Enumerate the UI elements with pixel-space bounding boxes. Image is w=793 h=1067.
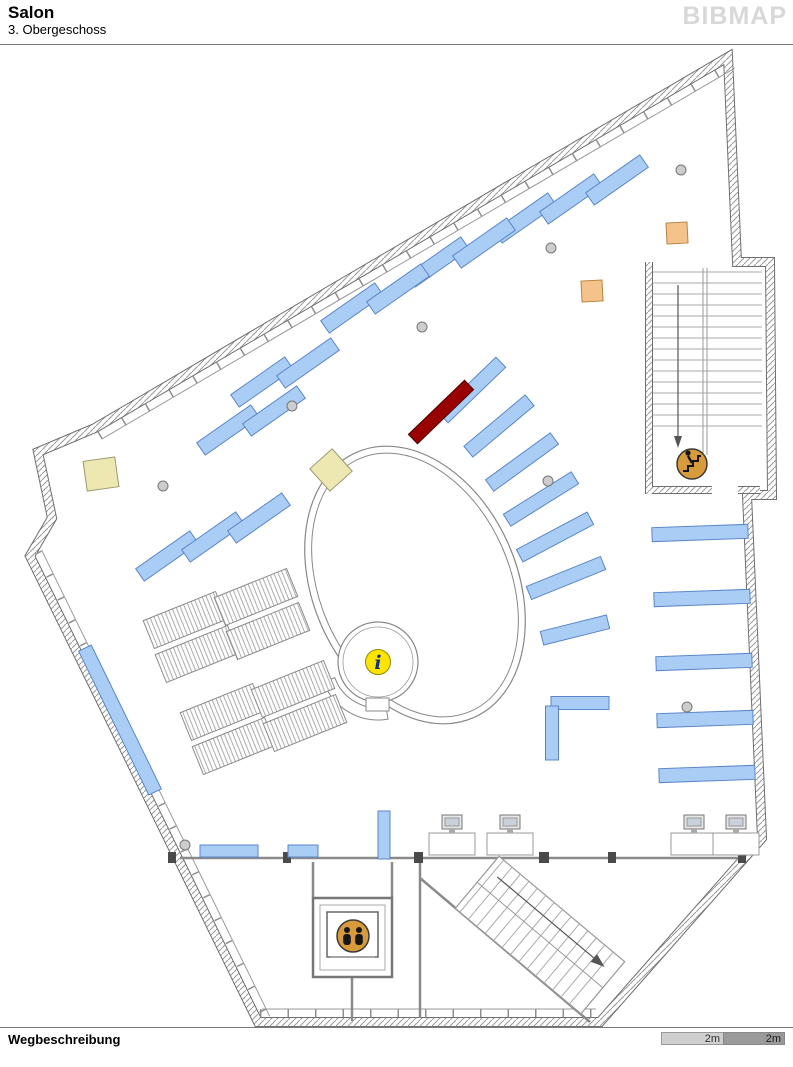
info-icon: i — [365, 649, 391, 675]
bookshelf — [550, 696, 610, 710]
orange-table — [665, 221, 689, 245]
reading-table — [250, 659, 336, 719]
yellow-table — [309, 448, 353, 492]
bookshelf — [451, 217, 517, 269]
shelves — [77, 154, 756, 860]
column — [157, 480, 169, 492]
column — [675, 164, 687, 176]
bibmap-logo: BIBMAP — [682, 2, 787, 30]
bookshelf — [539, 614, 611, 646]
bookshelf — [653, 588, 751, 608]
bookshelf — [319, 282, 385, 334]
column — [416, 321, 428, 333]
bookshelf — [275, 337, 341, 389]
window-mullions — [34, 61, 735, 1020]
bookshelf — [651, 523, 749, 543]
bookshelf — [584, 154, 650, 206]
building-walls — [24, 48, 778, 1027]
footer: Wegbeschreibung 2m 2m — [0, 1027, 793, 1067]
column — [542, 475, 554, 487]
column — [179, 839, 191, 851]
bookshelf — [515, 511, 595, 563]
bookshelf — [484, 432, 560, 492]
computer-workstation — [670, 814, 718, 856]
floor-subtitle: 3. Obergeschoss — [8, 22, 107, 37]
columns — [157, 164, 693, 851]
bookshelf — [656, 709, 754, 729]
computer-workstation — [428, 814, 476, 856]
bookshelf — [377, 810, 391, 860]
bookshelf — [545, 705, 559, 761]
scale-segment: 2m — [661, 1032, 723, 1045]
reading-table — [225, 601, 311, 661]
bookshelf — [226, 492, 292, 544]
bookshelf — [77, 644, 163, 796]
staircase-northeast — [645, 262, 762, 497]
door-posts — [168, 852, 746, 863]
column — [286, 400, 298, 412]
bookshelf — [229, 356, 295, 408]
computer-workstation — [712, 814, 760, 856]
header: Salon 3. Obergeschoss BIBMAP — [0, 0, 793, 45]
bookshelf — [538, 173, 604, 225]
orange-table — [580, 279, 604, 303]
bookshelf — [287, 844, 319, 858]
elevator-icon — [336, 919, 370, 953]
central-ramp-ellipse — [304, 445, 526, 725]
reading-table — [262, 693, 348, 753]
bookshelf — [463, 394, 535, 458]
staircase-south — [454, 855, 626, 1015]
reading-table — [213, 567, 299, 627]
scale-segment: 2m — [723, 1032, 785, 1045]
bookshelf — [365, 263, 431, 315]
bookshelf — [525, 555, 607, 601]
yellow-table — [82, 456, 120, 492]
workstations — [428, 814, 760, 856]
bookshelf — [180, 511, 246, 563]
stairs-icon — [676, 448, 708, 480]
column — [545, 242, 557, 254]
bookshelf — [655, 652, 753, 672]
bookshelf — [502, 471, 580, 527]
highlighted-bookshelf — [407, 379, 475, 445]
computer-workstation — [486, 814, 534, 856]
info-icon-letter: i — [374, 652, 381, 674]
bookshelf — [134, 530, 200, 582]
bookshelf — [658, 764, 756, 784]
bookshelf — [199, 844, 259, 858]
reading-tables — [142, 567, 348, 776]
page-title: Salon — [8, 3, 55, 22]
column — [681, 701, 693, 713]
map-scale-bar: 2m 2m — [661, 1032, 785, 1045]
bookshelf — [241, 385, 307, 437]
bookshelf — [195, 404, 261, 456]
interior-walls — [180, 856, 746, 1023]
route-description-label: Wegbeschreibung — [8, 1032, 121, 1047]
